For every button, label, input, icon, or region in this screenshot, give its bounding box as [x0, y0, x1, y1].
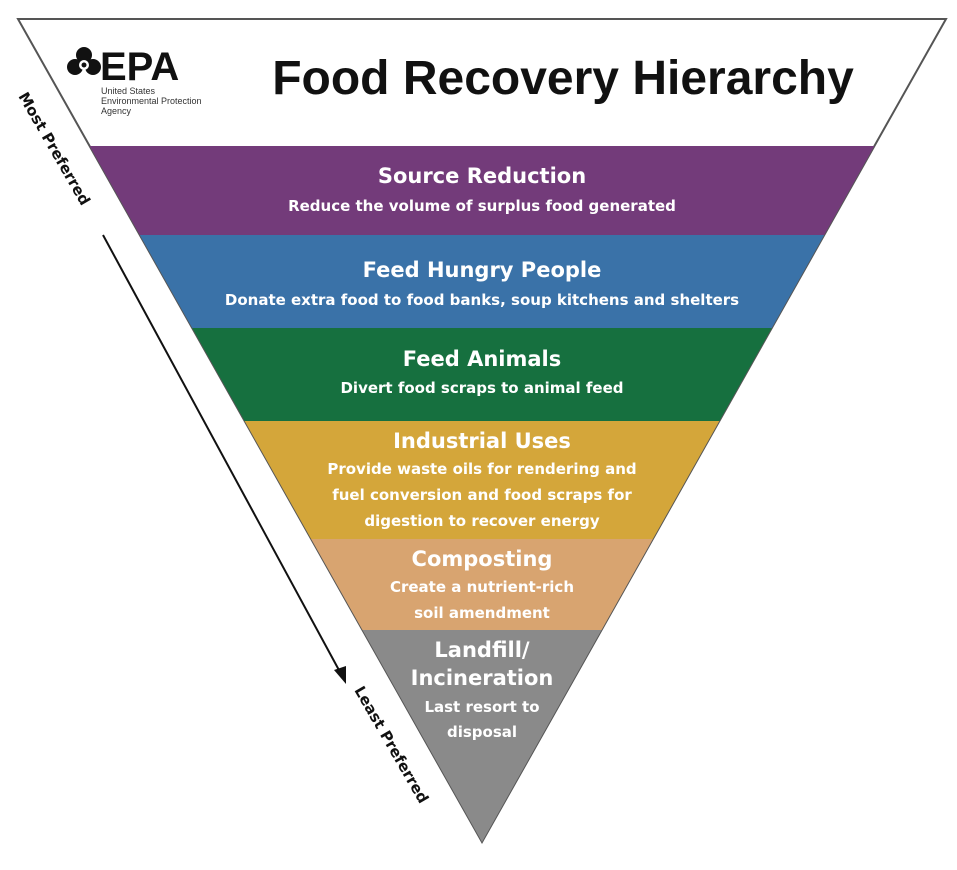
layer-band	[244, 421, 720, 539]
page-title: Food Recovery Hierarchy	[272, 52, 854, 105]
arrow-down-icon	[334, 666, 346, 684]
layer-band	[89, 146, 875, 235]
layer-description: digestion to recover energy	[364, 512, 599, 530]
layer-band	[139, 235, 825, 328]
layer-description: Reduce the volume of surplus food genera…	[288, 197, 676, 215]
layer-description: Last resort to	[424, 698, 539, 716]
layer-band	[362, 630, 602, 842]
epa-flower-icon	[67, 47, 101, 75]
layer-description: fuel conversion and food scraps for	[332, 486, 632, 504]
epa-wordmark: EPA	[100, 45, 179, 89]
layer-band	[311, 539, 653, 630]
epa-agency-line-2: Environmental Protection	[101, 96, 202, 106]
layer-band	[192, 328, 772, 421]
layer-title: Landfill/	[434, 638, 529, 662]
layer-description: Provide waste oils for rendering and	[327, 460, 636, 478]
layer-description: Create a nutrient-rich	[390, 578, 574, 596]
layer-title: Feed Hungry People	[363, 258, 602, 282]
layer-title: Composting	[412, 547, 553, 571]
epa-agency-line-3: Agency	[101, 106, 132, 116]
layer-title: Industrial Uses	[393, 429, 571, 453]
layer-title: Incineration	[411, 666, 554, 690]
epa-agency-line-1: United States	[101, 86, 156, 96]
epa-logo: EPA United States Environmental Protecti…	[67, 45, 202, 116]
layer-title: Source Reduction	[378, 164, 586, 188]
preference-axis-line	[102, 234, 341, 673]
layer-description: Divert food scraps to animal feed	[340, 379, 623, 397]
layer-title: Feed Animals	[403, 347, 561, 371]
layer-description: Donate extra food to food banks, soup ki…	[225, 291, 739, 309]
layer-description: disposal	[447, 723, 517, 741]
layer-description: soil amendment	[414, 604, 550, 622]
